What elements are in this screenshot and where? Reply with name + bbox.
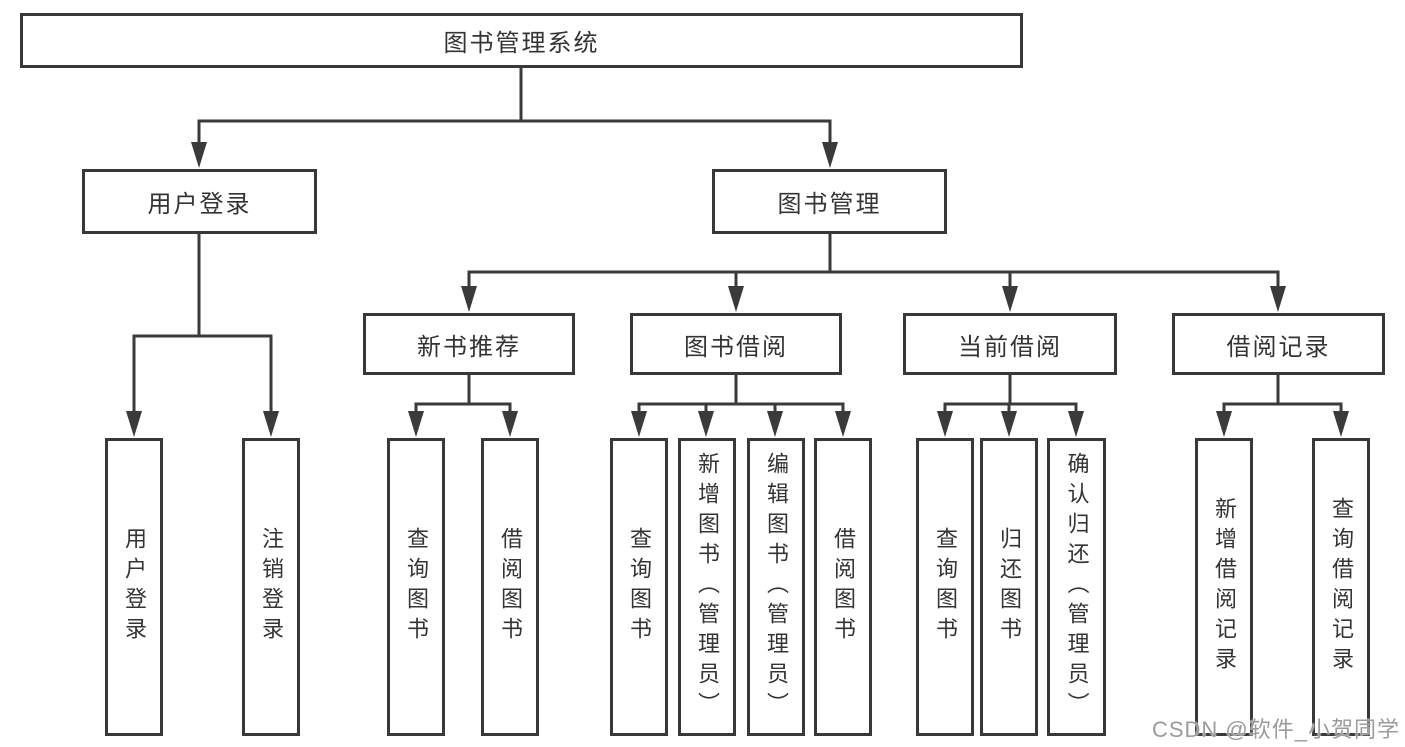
leaf-add-books-admin-label: 新增图书（管理员） <box>695 452 720 722</box>
leaf-query-books-3-label: 查询图书 <box>933 527 958 647</box>
arrowheads <box>126 142 1349 437</box>
leaf-borrow-books-2: 借阅图书 <box>814 438 872 736</box>
node-borrow-records-label: 借阅记录 <box>1226 333 1331 361</box>
leaf-logout: 注销登录 <box>242 438 300 736</box>
leaf-logout-label: 注销登录 <box>259 527 284 647</box>
leaf-borrow-books-2-label: 借阅图书 <box>831 527 856 647</box>
leaf-query-books-2-label: 查询图书 <box>627 527 652 647</box>
leaf-edit-books-admin: 编辑图书（管理员） <box>747 438 805 736</box>
leaf-confirm-return-admin: 确认归还（管理员） <box>1047 438 1106 736</box>
node-book-management-label: 图书管理 <box>777 191 882 218</box>
leaf-borrow-books-1: 借阅图书 <box>481 438 539 736</box>
node-user-login-label: 用户登录 <box>147 191 252 218</box>
node-root: 图书管理系统 <box>20 13 1023 68</box>
node-book-borrow-label: 图书借阅 <box>684 333 788 361</box>
node-new-book-recommend-label: 新书推荐 <box>417 333 521 361</box>
node-borrow-records: 借阅记录 <box>1172 313 1385 375</box>
leaf-user-login-label: 用户登录 <box>122 527 147 647</box>
leaf-query-books-2: 查询图书 <box>610 438 668 736</box>
node-current-borrow: 当前借阅 <box>903 313 1117 375</box>
leaf-query-borrow-record: 查询借阅记录 <box>1312 438 1370 736</box>
node-user-login: 用户登录 <box>82 169 317 234</box>
leaf-query-borrow-record-label: 查询借阅记录 <box>1329 497 1354 677</box>
leaf-edit-books-admin-label: 编辑图书（管理员） <box>764 452 789 722</box>
node-root-label: 图书管理系统 <box>443 30 600 57</box>
node-new-book-recommend: 新书推荐 <box>363 313 575 375</box>
leaf-query-books-1: 查询图书 <box>387 438 445 736</box>
leaf-add-borrow-record: 新增借阅记录 <box>1195 438 1253 736</box>
leaf-user-login: 用户登录 <box>105 438 163 736</box>
leaf-return-books-label: 归还图书 <box>997 527 1022 647</box>
node-book-borrow: 图书借阅 <box>630 313 842 375</box>
leaf-add-borrow-record-label: 新增借阅记录 <box>1212 497 1237 677</box>
leaf-query-books-3: 查询图书 <box>916 438 974 736</box>
watermark: CSDN @软件_小贺同学 <box>1151 717 1400 742</box>
leaf-confirm-return-admin-label: 确认归还（管理员） <box>1064 452 1090 722</box>
node-book-management: 图书管理 <box>712 169 947 234</box>
leaf-return-books: 归还图书 <box>980 438 1038 736</box>
leaf-borrow-books-1-label: 借阅图书 <box>498 527 523 647</box>
node-current-borrow-label: 当前借阅 <box>958 333 1062 361</box>
leaf-add-books-admin: 新增图书（管理员） <box>678 438 736 736</box>
leaf-query-books-1-label: 查询图书 <box>404 527 429 647</box>
